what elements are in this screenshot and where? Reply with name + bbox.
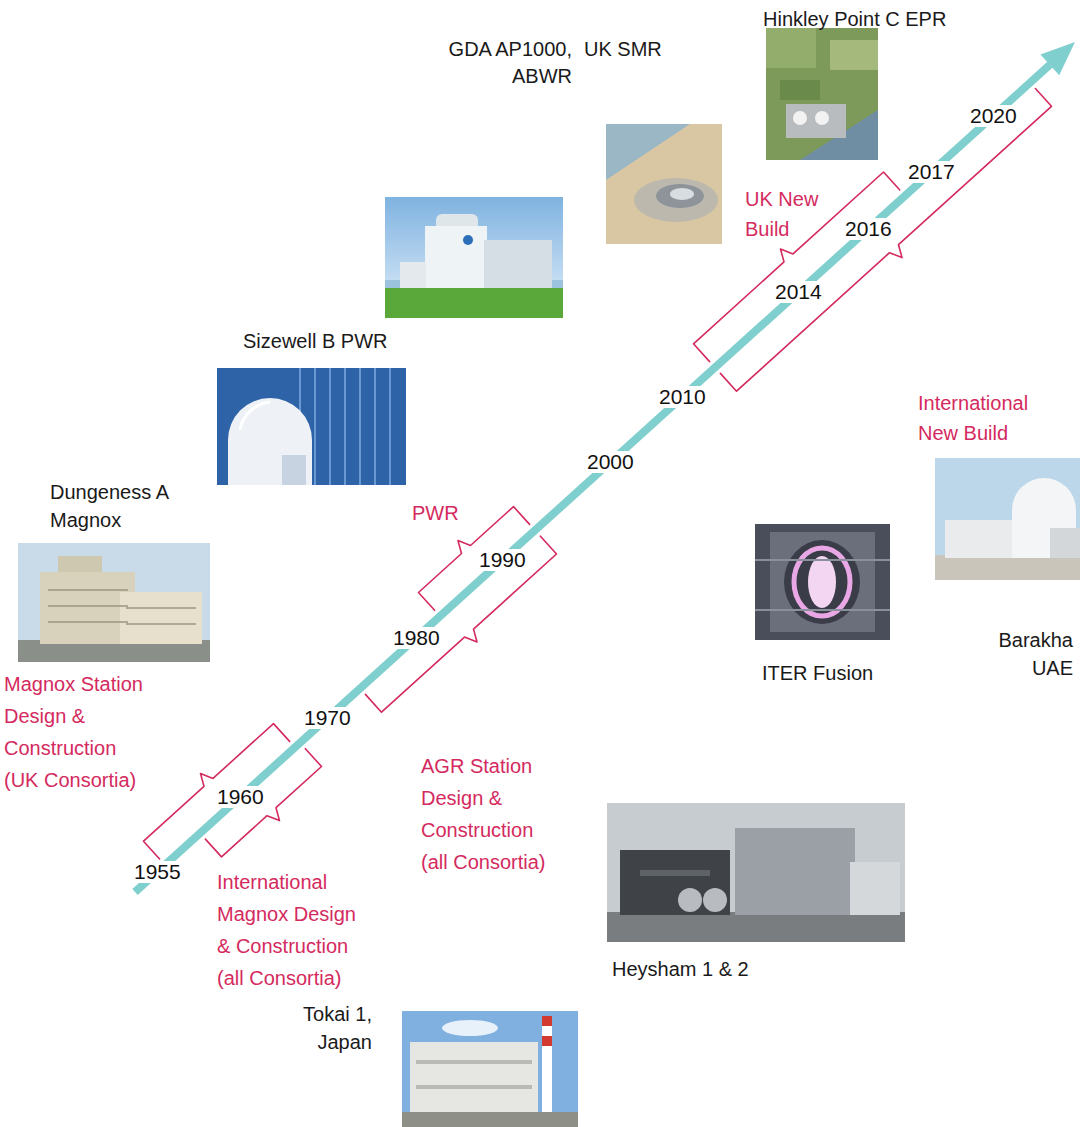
year-label: 2020: [967, 105, 1020, 127]
period-bracket: [205, 749, 321, 857]
gda-photo: [385, 197, 563, 318]
period-label: AGR Station Design & Construction (all C…: [421, 750, 553, 878]
year-label: 1970: [301, 707, 354, 729]
hinkley-photo: [766, 28, 878, 160]
year-label: 2017: [905, 161, 958, 183]
period-bracket: [720, 89, 1051, 392]
station-label: Sizewell B PWR: [243, 328, 387, 354]
uk-smr-photo: [606, 124, 722, 244]
station-label: Heysham 1 & 2: [612, 956, 749, 982]
dungeness-photo: [18, 543, 210, 662]
year-label: 1980: [390, 627, 443, 649]
year-label: 2000: [584, 451, 637, 473]
period-label: Magnox Station Design & Construction (UK…: [4, 668, 150, 796]
year-label: 1990: [476, 549, 529, 571]
tokai-photo: [402, 1011, 578, 1127]
period-label: International New Build: [918, 388, 1040, 448]
arrow-head: [1040, 42, 1075, 75]
period-label: UK New Build: [745, 184, 837, 244]
iter-photo: [755, 524, 890, 640]
heysham-photo: [607, 803, 905, 942]
barakah-photo: [935, 458, 1080, 580]
station-label: GDA AP1000, ABWR: [426, 36, 572, 90]
station-label: UK SMR: [584, 36, 662, 62]
year-label: 1960: [214, 786, 267, 808]
period-label: PWR: [412, 500, 459, 526]
station-label: Barakha UAE: [981, 626, 1073, 682]
period-bracket: [694, 172, 900, 362]
year-label: 2014: [772, 281, 825, 303]
year-label: 1955: [131, 861, 184, 883]
station-label: Tokai 1, Japan: [280, 1000, 372, 1056]
timeline-arrow: [135, 65, 1050, 892]
station-label: Hinkley Point C EPR: [763, 6, 946, 32]
period-label: International Magnox Design & Constructi…: [217, 866, 367, 994]
station-label: ITER Fusion: [762, 660, 873, 686]
sizewell-photo: [217, 368, 406, 485]
period-bracket: [144, 724, 290, 859]
period-bracket: [365, 536, 556, 712]
year-label: 2010: [656, 386, 709, 408]
year-label: 2016: [842, 218, 895, 240]
station-label: Dungeness A Magnox: [50, 478, 178, 534]
